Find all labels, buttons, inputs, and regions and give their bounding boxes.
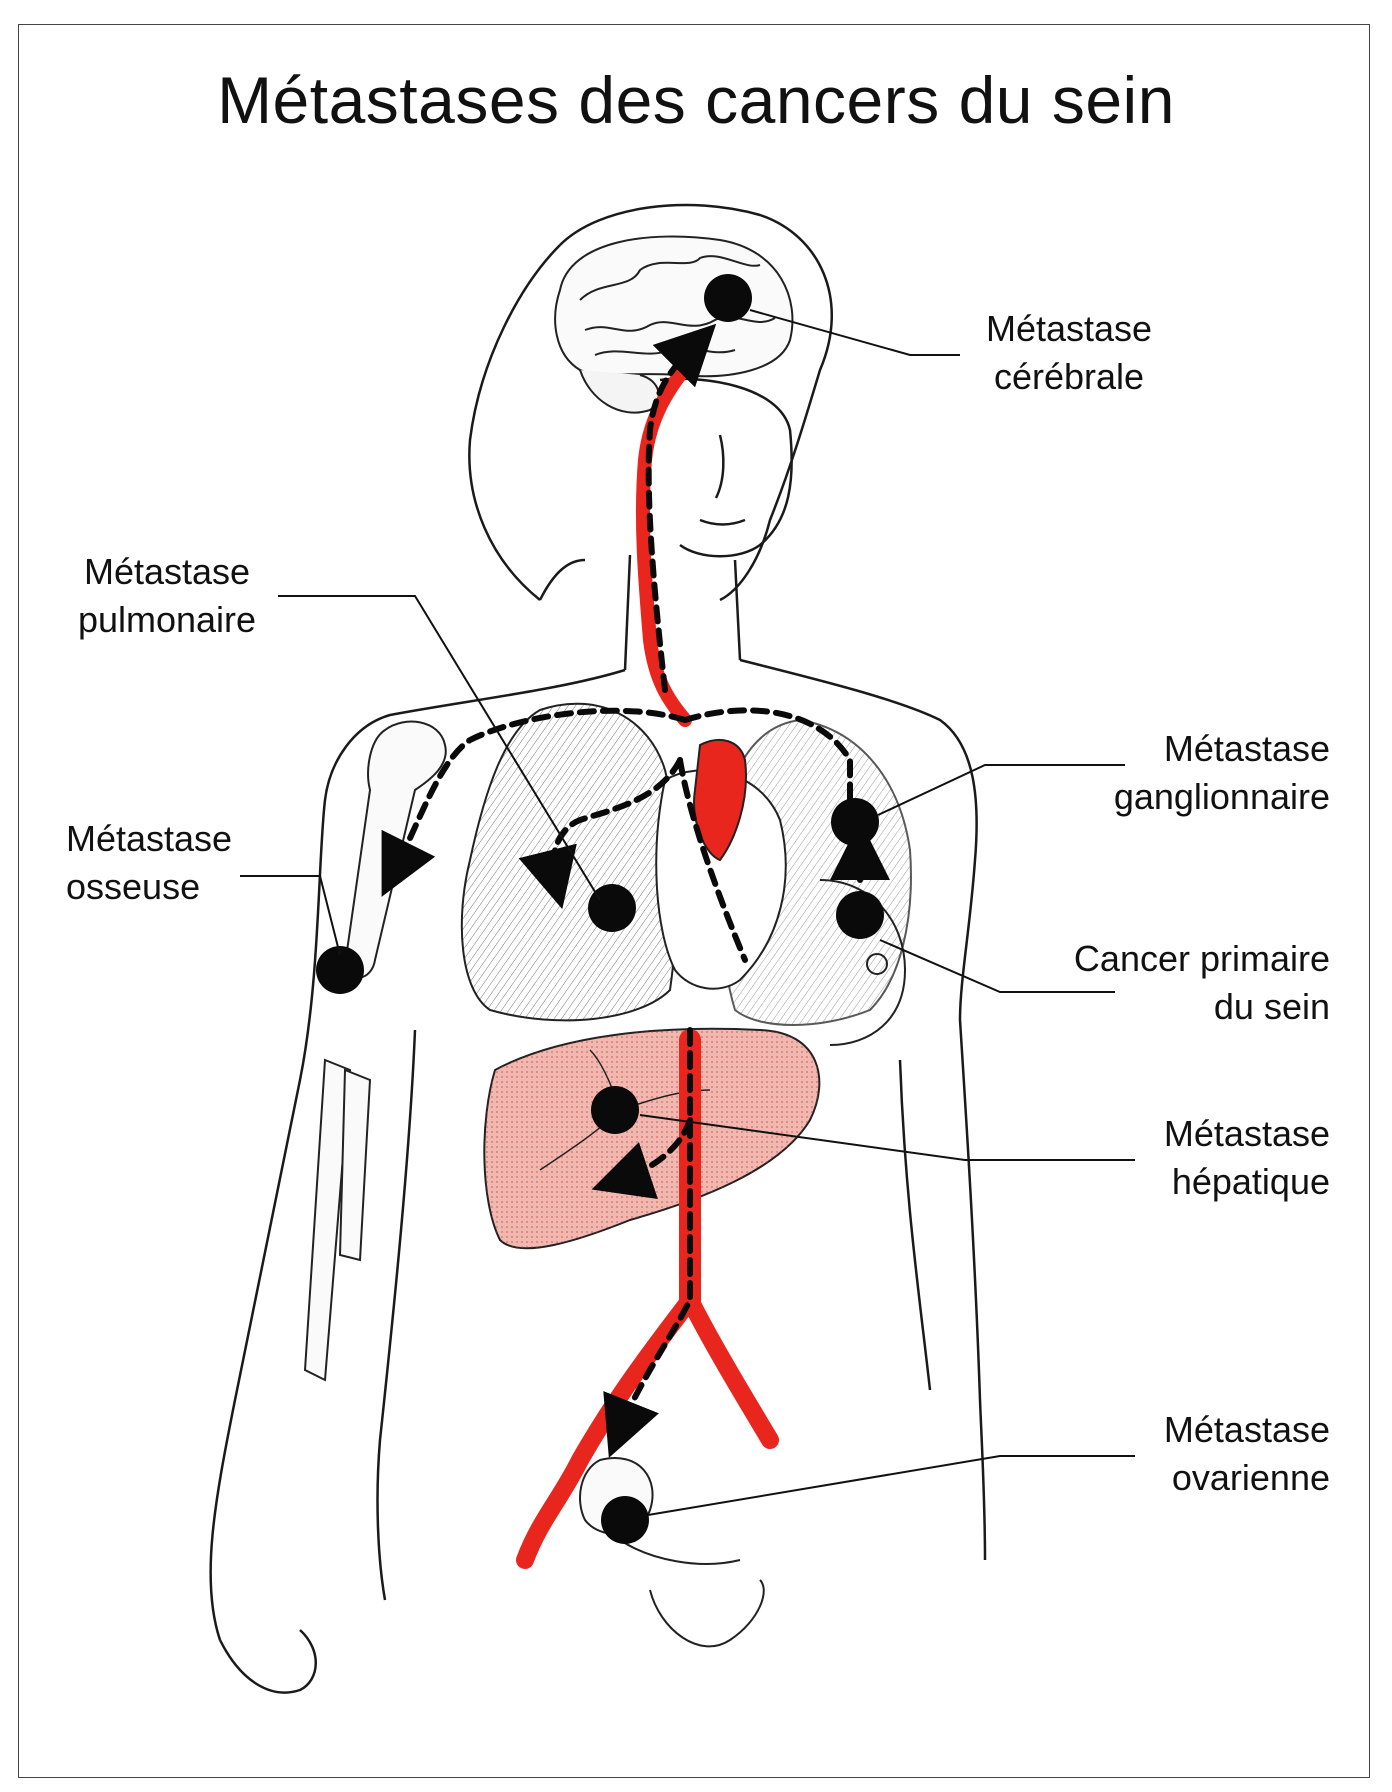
brain — [554, 235, 794, 414]
liver — [483, 1027, 821, 1250]
label-pulmonaire-line2: pulmonaire — [77, 599, 257, 640]
node-primaire — [836, 891, 884, 939]
ovary-uterus — [579, 1457, 765, 1648]
label-primaire-line1: Cancer primaire — [1073, 938, 1330, 979]
label-pulmonaire-line1: Métastase — [83, 551, 251, 592]
label-cerebrale-line1: Métastase — [985, 308, 1153, 349]
body-outline — [209, 203, 987, 1694]
label-metastase-pulmonaire: Métastase pulmonaire — [62, 548, 272, 644]
node-cerebrale — [704, 274, 752, 322]
label-hepatique-line2: hépatique — [1171, 1161, 1330, 1202]
page-title: Métastases des cancers du sein — [217, 63, 1175, 137]
node-ganglionnaire — [831, 798, 879, 846]
label-metastase-hepatique: Métastase hépatique — [1080, 1110, 1330, 1206]
label-hepatique-line1: Métastase — [1163, 1113, 1330, 1154]
label-primaire-line2: du sein — [1213, 986, 1330, 1027]
node-osseuse — [316, 946, 364, 994]
label-ovarienne-line2: ovarienne — [1171, 1457, 1330, 1498]
label-ovarienne-line1: Métastase — [1163, 1409, 1330, 1450]
arm-bone — [303, 720, 447, 1382]
breast — [819, 879, 907, 1046]
label-cerebrale-line2: cérébrale — [993, 356, 1145, 397]
label-osseuse-line2: osseuse — [66, 866, 201, 907]
label-cancer-primaire: Cancer primaire du sein — [1000, 935, 1330, 1031]
metastasis-nodes — [316, 274, 884, 1544]
label-ganglionnaire-line2: ganglionnaire — [1113, 776, 1330, 817]
label-metastase-osseuse: Métastase osseuse — [66, 815, 276, 911]
leader-lines — [240, 309, 1135, 1516]
label-metastase-ganglionnaire: Métastase ganglionnaire — [1060, 725, 1330, 821]
node-hepatique — [591, 1086, 639, 1134]
label-metastase-ovarienne: Métastase ovarienne — [1080, 1406, 1330, 1502]
node-pulmonaire — [588, 884, 636, 932]
label-metastase-cerebrale: Métastase cérébrale — [960, 305, 1178, 401]
label-ganglionnaire-line1: Métastase — [1163, 728, 1330, 769]
label-osseuse-line1: Métastase — [66, 818, 233, 859]
metastasis-pathways — [381, 323, 890, 1458]
node-ovarienne — [601, 1496, 649, 1544]
